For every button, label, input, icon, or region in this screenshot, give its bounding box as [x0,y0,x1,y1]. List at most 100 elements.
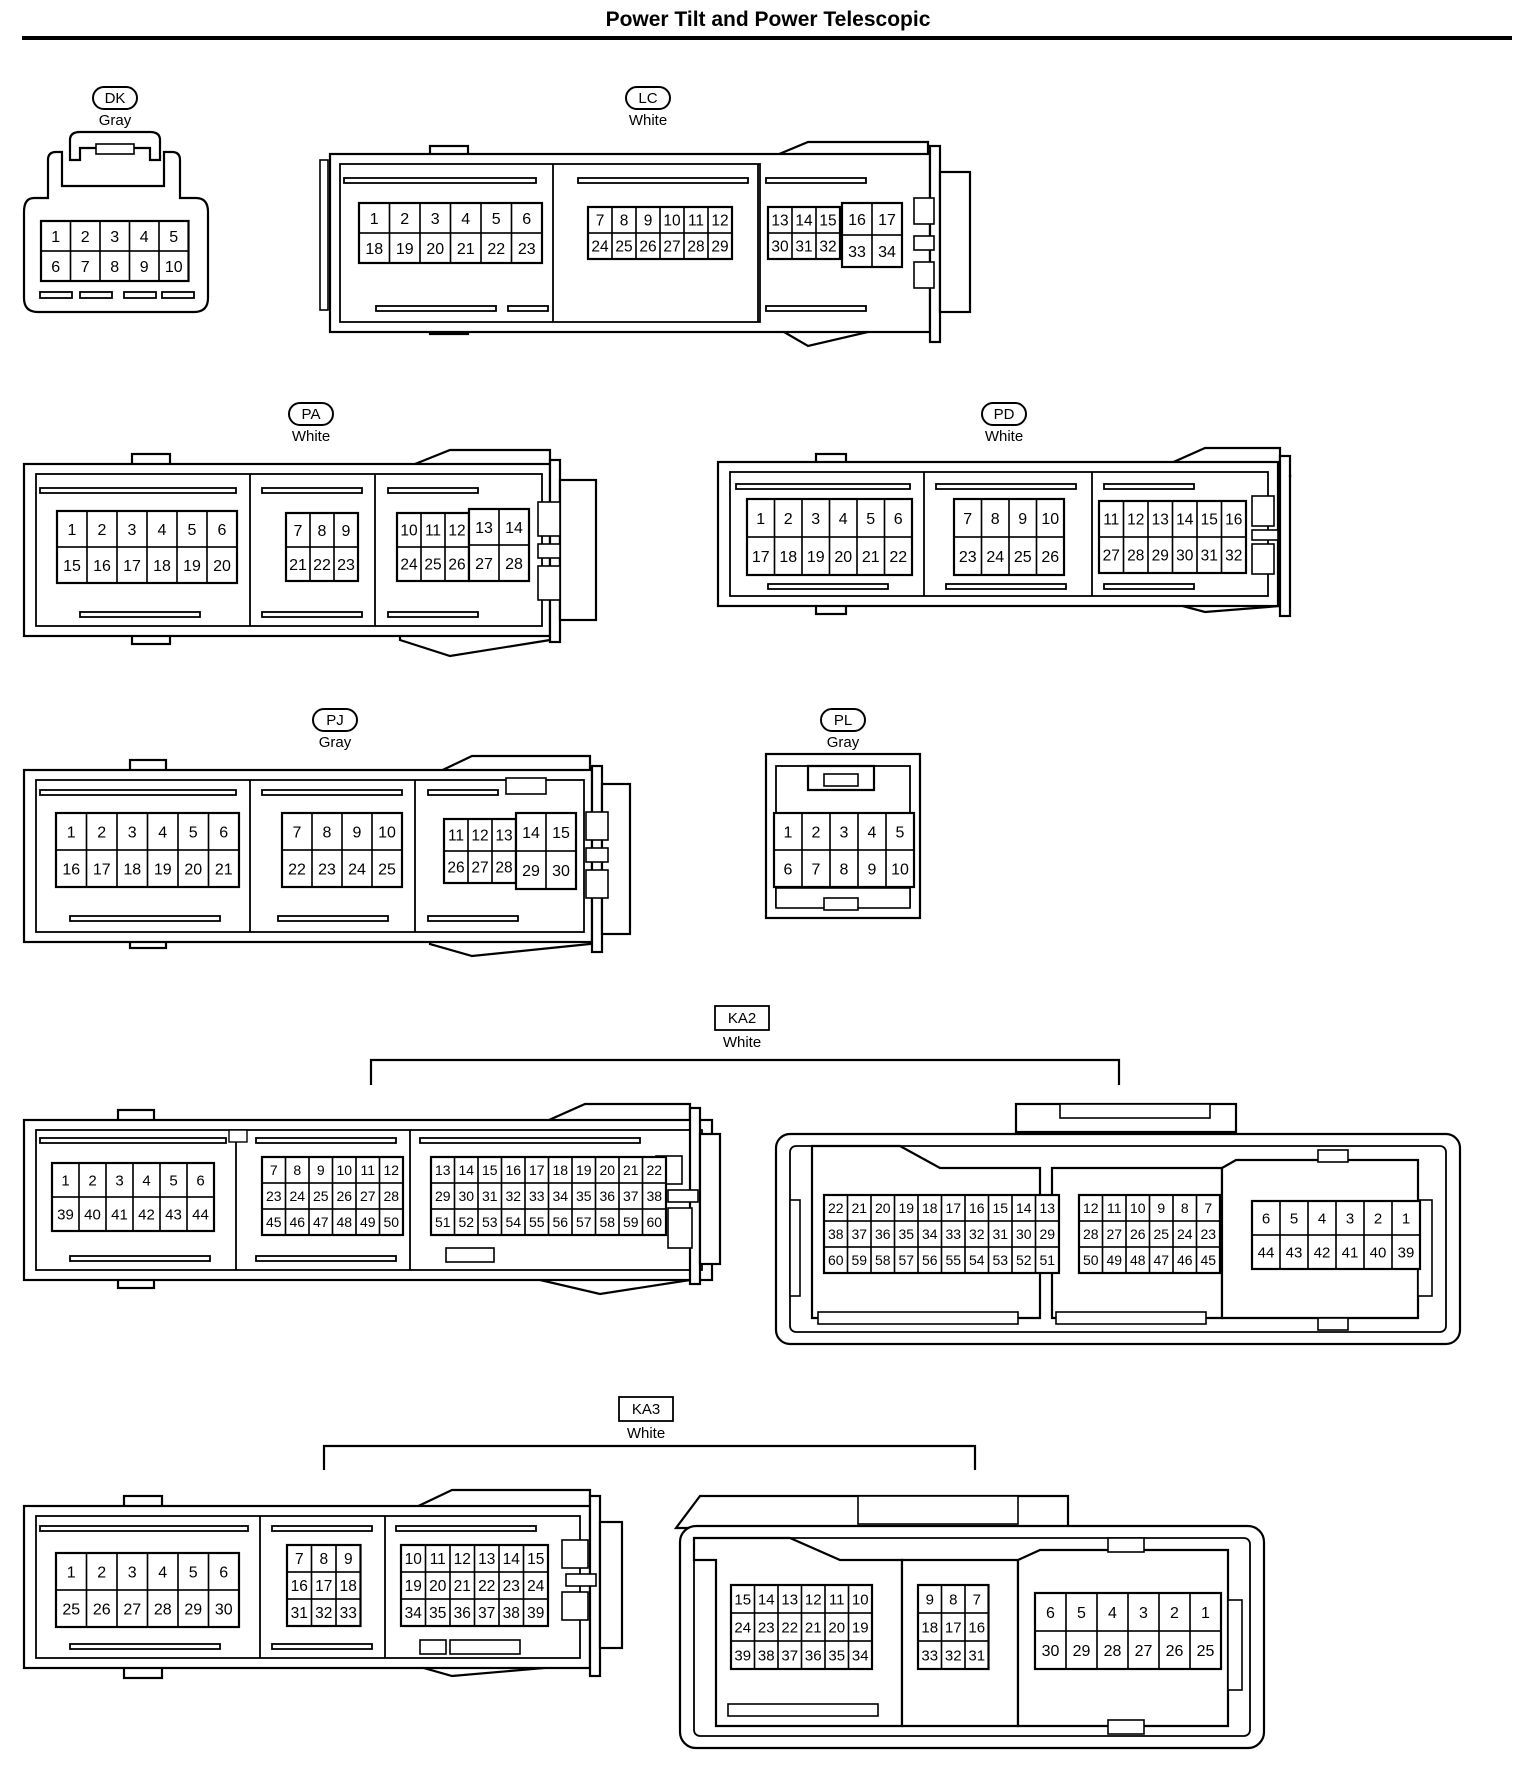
pin-number: 26 [1130,1226,1146,1242]
connector-code: PD [994,406,1015,423]
latch-slot [375,305,497,312]
connector-color: White [627,1425,665,1442]
pin-number: 12 [711,213,728,230]
pin-number: 29 [1073,1643,1091,1660]
pin-number: 3 [128,522,137,539]
pin-number: 16 [1225,512,1242,529]
pin-number: 13 [435,1162,451,1178]
pin-number: 3 [840,824,849,841]
pin-number: 8 [319,1551,328,1568]
pin-number: 11 [425,523,441,540]
pin-number: 6 [1046,1605,1055,1622]
pin-number: 49 [1106,1252,1122,1268]
pin-number: 18 [123,861,141,878]
end-post [913,261,935,289]
pin-number: 6 [784,861,793,878]
pin-number: 21 [623,1162,639,1178]
end-post [585,869,609,899]
pin-number: 7 [1204,1200,1212,1216]
end-post [913,197,935,225]
pin-number: 23 [266,1188,282,1204]
end-post [561,1591,589,1621]
pin-number: 3 [110,229,119,246]
pin-number: 21 [862,549,880,566]
pin-number: 33 [529,1188,545,1204]
connector-color: White [292,428,330,445]
pin-number: 20 [828,1619,845,1636]
pin-number: 31 [992,1226,1008,1242]
pin-number: 59 [851,1252,867,1268]
pin-number: 13 [771,213,788,230]
pin-number: 34 [405,1605,423,1622]
pin-number: 38 [503,1605,520,1622]
pin-cell [964,1640,990,1670]
pin-number: 10 [1041,511,1059,528]
pin-number: 47 [1153,1252,1169,1268]
pin-number: 29 [435,1188,451,1204]
top-latch [1059,1103,1211,1119]
pin-number: 9 [342,523,351,540]
pin-number: 22 [781,1619,798,1636]
pin-number: 28 [687,239,704,256]
pin-number: 3 [128,1564,137,1581]
pin-number: 7 [812,861,821,878]
pin-number: 40 [84,1206,101,1223]
pin-number: 2 [88,1172,96,1189]
connector-code: KA3 [632,1401,660,1418]
latch-slot [419,1639,447,1655]
pin-number: 25 [62,1601,80,1618]
pin-number: 27 [1106,1226,1122,1242]
latch-slot [945,583,1067,590]
pin-number: 13 [478,1551,495,1568]
pin-number: 36 [454,1605,471,1622]
pin-number: 5 [492,211,501,228]
pin-number: 11 [1103,512,1119,529]
connector-bracket [369,1058,1121,1085]
pin-number: 50 [383,1214,399,1230]
pin-number: 35 [898,1226,914,1242]
pin-number: 22 [889,549,907,566]
connector-code-box [714,1005,770,1031]
pin-number: 8 [318,523,327,540]
pin-number: 57 [898,1252,914,1268]
pin-number: 23 [503,1578,520,1595]
pin-number: 40 [1370,1244,1387,1261]
pin-number: 26 [448,557,465,574]
pin-number: 13 [1039,1200,1055,1216]
pin-number: 6 [522,211,531,228]
pin-number: 10 [378,824,396,841]
pin-number: 13 [781,1591,798,1608]
pin-number: 6 [218,522,227,539]
pin-number: 30 [771,239,789,256]
pin-number: 15 [482,1162,498,1178]
pin-number: 1 [61,1172,69,1189]
end-post [585,811,609,841]
pin-number: 12 [454,1551,471,1568]
pin-number: 25 [424,557,441,574]
pin-number: 31 [482,1188,498,1204]
pin-number: 50 [1083,1252,1099,1268]
pin-number: 7 [973,1591,981,1608]
pin-number: 17 [529,1162,545,1178]
latch-slot [387,611,479,618]
connector-code: PL [834,712,852,729]
pin-number: 60 [828,1252,844,1268]
pin-cell [207,1589,240,1628]
bracket-line [369,1058,1121,1085]
pin-number: 19 [807,549,825,566]
pin-cell [522,1598,549,1627]
pin-number: 16 [968,1619,985,1636]
pin-number: 17 [945,1200,961,1216]
pin-cell [1220,536,1247,574]
pin-number: 7 [81,259,90,276]
pin-number: 14 [522,825,540,842]
pin-number: 19 [576,1162,592,1178]
pin-cell [707,232,733,260]
pin-number: 14 [503,1551,521,1568]
